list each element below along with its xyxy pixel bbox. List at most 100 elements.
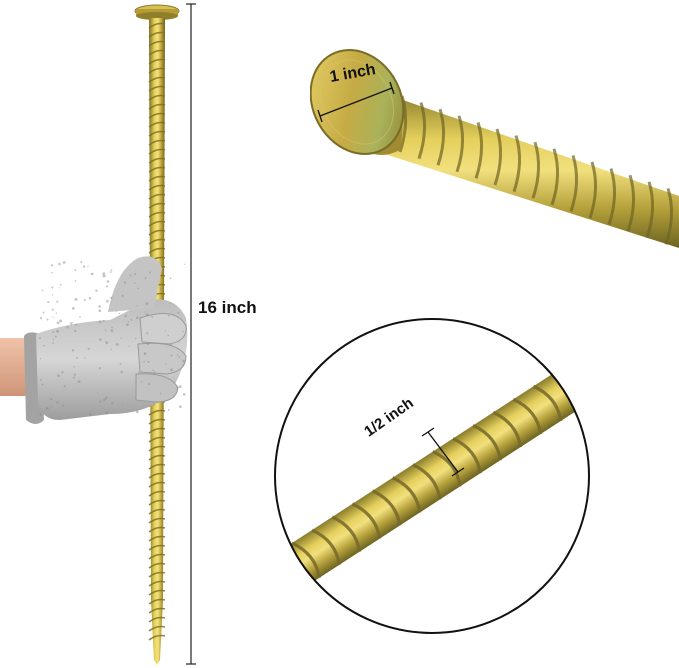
glove-knit	[110, 269, 113, 271]
glove-knit	[58, 262, 61, 266]
glove-knit	[76, 357, 78, 359]
glove-knit	[61, 404, 65, 407]
glove-knit	[74, 269, 77, 271]
closeup-thread	[331, 515, 362, 552]
glove-knit	[52, 330, 55, 333]
glove-knit	[52, 316, 54, 318]
closeup-thread	[512, 397, 543, 435]
glove-knit	[135, 410, 139, 414]
shaft-thread	[148, 499, 166, 506]
glove-knit	[145, 313, 149, 317]
shaft-thread	[148, 436, 166, 443]
glove-knit	[151, 315, 154, 318]
glove-knit	[82, 265, 86, 268]
shaft-thread	[148, 634, 166, 641]
glove-knit	[98, 309, 102, 313]
glove-knit	[111, 330, 114, 333]
glove-knit	[74, 330, 77, 333]
shaft-thread	[148, 184, 166, 191]
length-label: 16 inch	[198, 298, 257, 317]
glove-knit	[63, 385, 66, 388]
head-closeup	[310, 49, 679, 248]
glove-knit	[104, 329, 107, 332]
glove-knit	[177, 311, 180, 314]
shaft-thread	[148, 166, 166, 173]
glove-knit	[153, 371, 156, 374]
shaft-thread	[148, 148, 166, 155]
shaft-thread	[148, 67, 166, 74]
glove-knit	[83, 298, 86, 301]
glove-knit	[144, 277, 147, 280]
glove-knit	[143, 352, 147, 356]
glove-knit	[121, 294, 124, 297]
glove-knit	[130, 318, 133, 321]
glove-knit	[152, 369, 154, 371]
glove-knit	[56, 321, 60, 325]
closeup-thread	[391, 476, 422, 513]
glove-knit	[59, 287, 61, 289]
glove-knit	[42, 311, 45, 314]
glove-knit	[45, 407, 49, 410]
shaft-thread	[148, 418, 166, 425]
glove-knit	[51, 271, 53, 274]
glove-knit	[73, 366, 75, 368]
glove-knit	[159, 392, 162, 395]
shaft-thread	[148, 247, 166, 254]
thread-closeup	[274, 318, 625, 634]
glove-knit	[102, 274, 106, 278]
glove-knit	[90, 272, 94, 276]
glove-knit	[59, 319, 62, 323]
glove-knit	[143, 360, 145, 363]
glove-knit	[52, 342, 54, 344]
head-thread	[474, 121, 483, 179]
glove-knit	[79, 316, 81, 318]
glove-knit	[110, 296, 113, 300]
glove-knit	[167, 314, 170, 317]
shaft-thread	[148, 211, 166, 218]
glove-knit	[106, 299, 109, 303]
glove-knit	[40, 378, 43, 382]
closeup-thread	[412, 463, 442, 500]
head-thread	[550, 148, 559, 206]
glove-knit	[115, 342, 119, 346]
glove-knit	[74, 280, 77, 282]
head-thread	[664, 187, 673, 245]
shaft-thread	[148, 589, 166, 596]
glove-knit	[51, 286, 54, 289]
glove-knit	[164, 330, 166, 332]
glove-knit	[178, 356, 181, 358]
glove-knit	[96, 392, 99, 394]
shaft-thread	[148, 427, 166, 434]
glove-knit	[50, 405, 53, 408]
glove-knit	[178, 341, 180, 343]
glove-knit	[110, 348, 112, 351]
glove-knit	[109, 271, 112, 273]
glove-knit	[38, 336, 42, 340]
closeup-thread	[594, 343, 625, 384]
shaft-thread	[148, 229, 166, 236]
glove-knit	[61, 371, 64, 374]
shaft-thread	[148, 445, 166, 452]
glove-knit	[98, 305, 101, 308]
shaft-thread	[148, 130, 166, 137]
glove-knit	[167, 408, 170, 411]
glove-knit	[182, 330, 184, 333]
shaft-thread	[148, 193, 166, 200]
glove-knit	[52, 338, 55, 340]
shaft-thread	[148, 22, 166, 29]
shaft-thread	[148, 571, 166, 578]
glove-knit	[51, 308, 54, 311]
glove-knit	[182, 359, 185, 363]
shaft-thread	[148, 562, 166, 569]
glove-knit	[102, 272, 106, 276]
glove-knit	[55, 312, 57, 314]
glove-knit	[84, 357, 86, 359]
glove-knit	[105, 411, 108, 415]
glove-knit	[57, 374, 60, 377]
glove-knit	[170, 368, 173, 372]
glove-knit	[39, 358, 42, 360]
glove-knit	[182, 364, 185, 366]
glove-knit	[179, 405, 182, 408]
glove-knit	[138, 371, 140, 373]
